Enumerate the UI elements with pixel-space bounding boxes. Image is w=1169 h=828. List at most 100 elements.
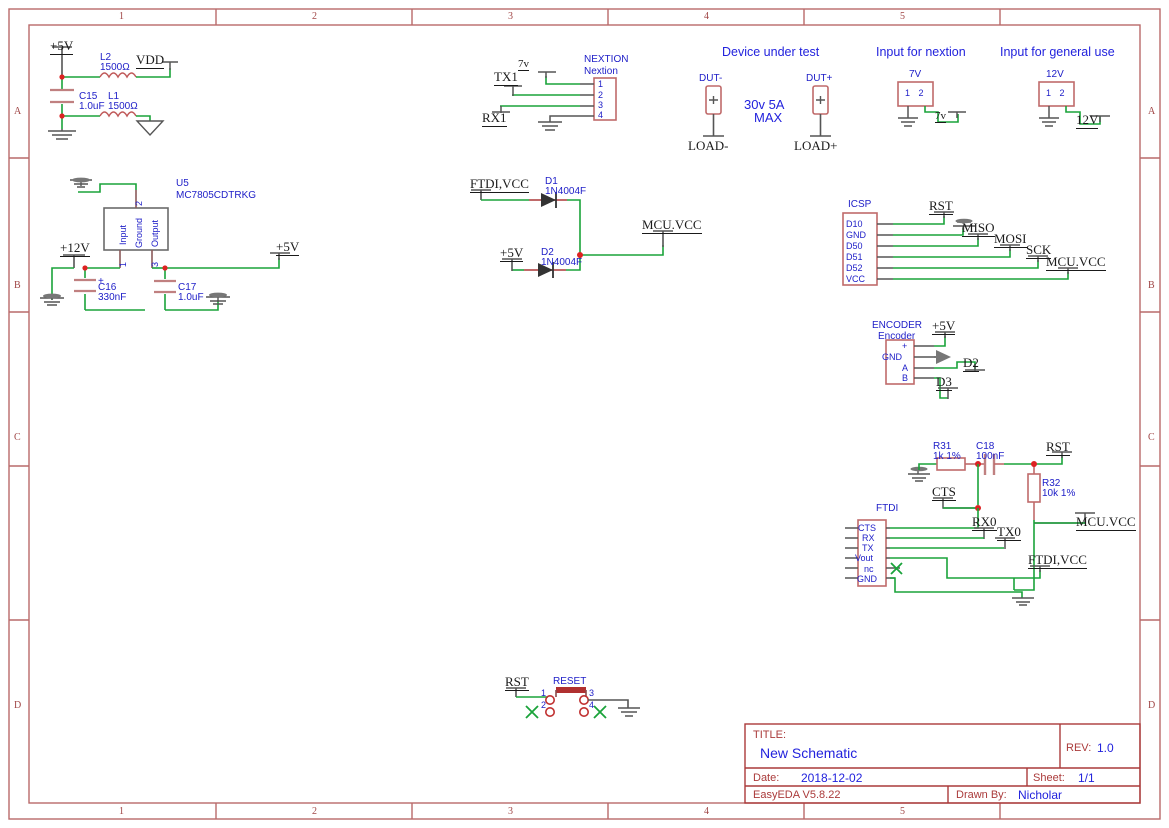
net-label-ftdi-vcc-diode: FTDI,VCC [470, 176, 529, 193]
encoder-name: Encoder [878, 331, 916, 342]
dut-rating-line2: MAX [754, 110, 783, 125]
net-label-12v-reg: +12V [60, 240, 90, 257]
net-label-rst-icsp: RST [929, 198, 953, 215]
l2-value: 1500Ω [100, 62, 130, 73]
dut-minus-ref: DUT- [699, 73, 723, 84]
ftdi-pin-cts: CTS [858, 523, 876, 533]
icsp-pin-d10: D10 [846, 219, 863, 229]
title-value[interactable]: New Schematic [760, 745, 858, 761]
r32-ref: R32 [1042, 478, 1061, 489]
sheet-value[interactable]: 1/1 [1078, 771, 1095, 785]
u5-pin1-name: Input [118, 224, 128, 245]
nextion-pin-2: 2 [598, 90, 604, 100]
icsp-pin-d50: D50 [846, 241, 863, 251]
net-label-d2: D2 [963, 355, 979, 372]
ftdi-ref: FTDI [876, 503, 899, 514]
frame-row-b-right: B [1148, 280, 1155, 291]
reset-switch-network [506, 687, 640, 719]
filter-network [48, 46, 178, 140]
regulator-network [40, 177, 290, 311]
ftdi-network [845, 451, 1095, 606]
group-header-dut: Device under test [722, 45, 820, 59]
sheet-key: Sheet: [1033, 772, 1065, 784]
diode-or-network [471, 189, 673, 278]
input-nextion-pins: 1 2 [905, 88, 927, 98]
r32-value: 10k 1% [1042, 488, 1076, 499]
net-label-5v-encoder: +5V [932, 318, 956, 335]
net-label-sck: SCK [1026, 242, 1052, 259]
net-label-7v-nextion: 7v [518, 58, 529, 71]
rev-value[interactable]: 1.0 [1097, 741, 1114, 755]
date-value[interactable]: 2018-12-02 [801, 771, 863, 785]
net-label-5v-filter: +5V [50, 38, 74, 55]
u5-part: MC7805CDTRKG [176, 190, 257, 201]
net-label-vdd: VDD [136, 52, 165, 69]
net-label-load-plus: LOAD+ [794, 138, 838, 153]
net-label-ftdi-vcc-out: FTDI,VCC [1028, 552, 1087, 569]
net-label-12v-input: 12V [1076, 112, 1099, 129]
net-label-rx1: RX1 [482, 110, 507, 127]
frame-row-a-left: A [14, 106, 22, 117]
frame-row-d-right: D [1148, 700, 1156, 711]
icsp-pin-d51: D51 [846, 252, 863, 262]
dut-rating-line1: 30v 5A [744, 97, 785, 112]
ftdi-pin-tx: TX [862, 543, 874, 553]
net-label-rx0: RX0 [972, 514, 997, 531]
drawn-by-value[interactable]: Nicholar [1018, 788, 1063, 802]
encoder-ref: ENCODER [872, 320, 923, 331]
frame-row-d-left: D [14, 700, 22, 711]
c15-value: 1.0uF [79, 101, 105, 112]
net-label-rst-ftdi: RST [1046, 439, 1070, 456]
tool-label: EasyEDA V5.8.22 [753, 789, 841, 801]
encoder-pin-plus: + [902, 341, 908, 351]
r31-value: 1k 1% [933, 451, 961, 462]
c16-value: 330nF [98, 292, 127, 303]
frame-col-3-bottom: 3 [508, 806, 513, 817]
ftdi-pin-rx: RX [862, 533, 875, 543]
reset-ref: RESET [553, 676, 587, 687]
ftdi-pin-nc: nc [864, 564, 874, 574]
frame-col-2-top: 2 [312, 11, 317, 22]
d2-value: 1N4004F [541, 257, 583, 268]
net-label-tx0: TX0 [997, 524, 1021, 541]
net-label-rst-reset: RST [505, 674, 529, 691]
icsp-ref: ICSP [848, 199, 872, 210]
u5-pin2-num: 2 [134, 200, 144, 206]
dut-plus-ref: DUT+ [806, 73, 833, 84]
nextion-pin-4: 4 [598, 110, 604, 120]
l2-ref: L2 [100, 52, 112, 63]
ftdi-pin-gnd: GND [857, 574, 877, 584]
ftdi-pin-vout: Vout [855, 553, 874, 563]
net-label-mcu-vcc-icsp: MCU.VCC [1046, 254, 1106, 271]
r31-ref: R31 [933, 441, 952, 452]
title-key: TITLE: [753, 729, 787, 741]
u5-pin2-name: Ground [134, 217, 144, 248]
frame-col-5-top: 5 [900, 11, 905, 22]
c15-ref: C15 [79, 91, 98, 102]
net-label-load-minus: LOAD- [688, 138, 729, 153]
u5-pin3-num: 3 [150, 261, 160, 267]
frame-col-1-top: 1 [119, 11, 124, 22]
frame-col-4-top: 4 [704, 11, 709, 22]
frame-col-5-bottom: 5 [900, 806, 905, 817]
frame-row-c-right: C [1148, 432, 1155, 443]
d1-ref: D1 [545, 176, 558, 187]
dut-network [703, 85, 831, 137]
net-label-cts: CTS [932, 484, 956, 501]
input-general-network [1038, 81, 1110, 127]
nextion-pin-3: 3 [598, 100, 604, 110]
input-nextion-ref: 7V [909, 69, 922, 80]
reset-pin-1: 1 [541, 688, 547, 698]
nextion-pin-1: 1 [598, 79, 604, 89]
net-label-5v-reg: +5V [276, 239, 300, 256]
frame-col-2-bottom: 2 [312, 806, 317, 817]
net-label-mcu-vcc-ftdi: MCU.VCC [1076, 514, 1136, 531]
nextion-name: Nextion [584, 66, 618, 77]
u5-pin3-name: Output [150, 219, 160, 247]
l1-ref: L1 [108, 91, 120, 102]
d1-value: 1N4004F [545, 186, 587, 197]
net-label-5v-diode: +5V [500, 245, 524, 262]
sheet-frame [8, 8, 1161, 820]
